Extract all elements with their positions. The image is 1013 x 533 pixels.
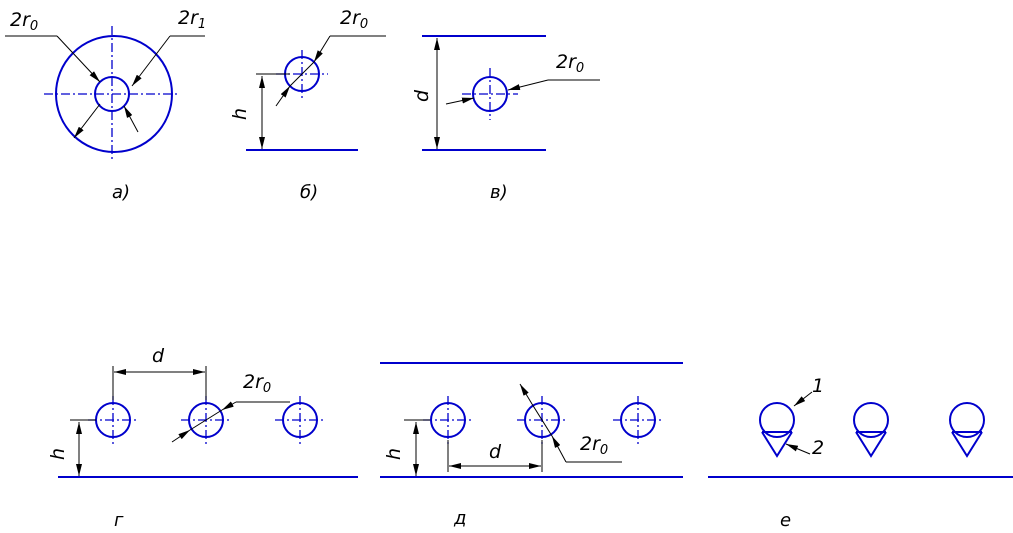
label-2: 2 bbox=[812, 437, 824, 459]
dim-r0-mid bbox=[189, 409, 223, 431]
dim-r0-2 bbox=[445, 97, 475, 105]
caption-v: в) bbox=[490, 182, 508, 203]
label-2r0: 2r0 bbox=[243, 371, 271, 396]
label-d: d bbox=[152, 345, 165, 367]
label-d: d bbox=[411, 89, 433, 102]
label-2r0: 2r0 bbox=[340, 7, 368, 32]
caption-d: д bbox=[453, 508, 466, 529]
label-1: 1 bbox=[812, 375, 824, 397]
panel-a-coaxial: 2r0 2r1 а) bbox=[5, 7, 206, 203]
label-2r1: 2r1 bbox=[178, 7, 206, 32]
dim-r0-1 bbox=[221, 401, 237, 411]
label-h: h bbox=[47, 448, 69, 460]
pointer-1 bbox=[793, 391, 813, 407]
support-triangle-2 bbox=[855, 431, 887, 458]
dim-r0-2 bbox=[171, 429, 191, 443]
dim-r0-1 bbox=[519, 383, 533, 405]
caption-e: е bbox=[780, 510, 791, 531]
dim-r0-mid bbox=[289, 61, 315, 87]
label-2r0: 2r0 bbox=[556, 51, 584, 76]
dim-r0-1 bbox=[313, 35, 331, 63]
dim-r1-out2 bbox=[73, 103, 101, 139]
wire-circle-3 bbox=[949, 402, 985, 438]
dim-r0-1 bbox=[507, 79, 549, 91]
label-2r0: 2r0 bbox=[580, 433, 608, 458]
label-2r0: 2r0 bbox=[10, 9, 38, 34]
dim-r0-mid bbox=[531, 403, 553, 437]
caption-a: а) bbox=[112, 182, 130, 203]
dim-r0-in2 bbox=[123, 105, 139, 133]
label-d: d bbox=[489, 441, 502, 463]
panel-e-insulated-wires: 1 2 е bbox=[708, 375, 1013, 531]
dim-r1-out1 bbox=[131, 35, 171, 87]
label-h: h bbox=[229, 108, 251, 120]
panel-d-three-wires-between-planes: h d 2r0 д bbox=[380, 362, 683, 529]
panel-g-three-wires-over-plane: d h 2r0 г bbox=[47, 345, 358, 531]
wire-circle-1 bbox=[759, 402, 795, 438]
support-triangle-1 bbox=[761, 431, 793, 458]
dim-r0-2 bbox=[275, 85, 291, 107]
wire-circle-2 bbox=[853, 402, 889, 438]
dim-r0-2 bbox=[551, 435, 567, 463]
caption-b: б) bbox=[300, 182, 318, 203]
pointer-2 bbox=[785, 443, 811, 455]
caption-g: г bbox=[114, 510, 124, 531]
support-triangle-3 bbox=[951, 431, 983, 458]
panel-b-wire-over-plane: h 2r0 б) bbox=[229, 7, 386, 203]
label-h: h bbox=[383, 448, 405, 460]
panel-v-wire-between-planes: d 2r0 в) bbox=[411, 35, 600, 203]
dim-r0-in1 bbox=[56, 35, 101, 83]
